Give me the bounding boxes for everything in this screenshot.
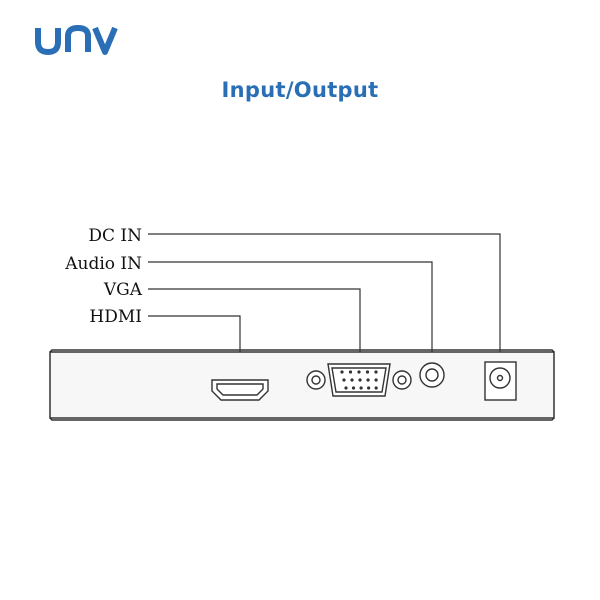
- vga-pin: [365, 370, 370, 374]
- vga-pin: [374, 386, 378, 390]
- label-dc-in: DC IN: [88, 226, 142, 246]
- rear-panel: [49, 351, 555, 419]
- leader-line-dc-in: [148, 233, 501, 362]
- hdmi-port-icon: [211, 379, 269, 401]
- label-hdmi: HDMI: [89, 307, 142, 327]
- leader-line-vga: [148, 288, 361, 360]
- vga-pin: [340, 370, 344, 374]
- label-audio-in: Audio IN: [64, 254, 142, 274]
- vga-pin: [358, 378, 362, 382]
- leader-line-audio-in: [148, 261, 433, 360]
- vga-pin: [374, 370, 378, 374]
- vga-pin: [357, 370, 361, 374]
- vga-pin: [367, 386, 371, 390]
- vga-pin: [344, 386, 348, 390]
- vga-pin: [348, 370, 353, 374]
- vga-pin: [366, 378, 370, 382]
- page-title: Input/Output: [221, 78, 379, 102]
- dc-jack-icon: [484, 361, 517, 401]
- vga-pin: [359, 386, 363, 390]
- vga-port-icon: [306, 363, 412, 397]
- vga-pin: [350, 378, 354, 382]
- label-vga: VGA: [103, 280, 143, 300]
- vga-pin: [351, 386, 356, 390]
- unv-logo: [35, 25, 118, 55]
- audio-jack-icon: [419, 362, 445, 388]
- vga-pin: [374, 378, 378, 382]
- vga-pin: [342, 378, 346, 382]
